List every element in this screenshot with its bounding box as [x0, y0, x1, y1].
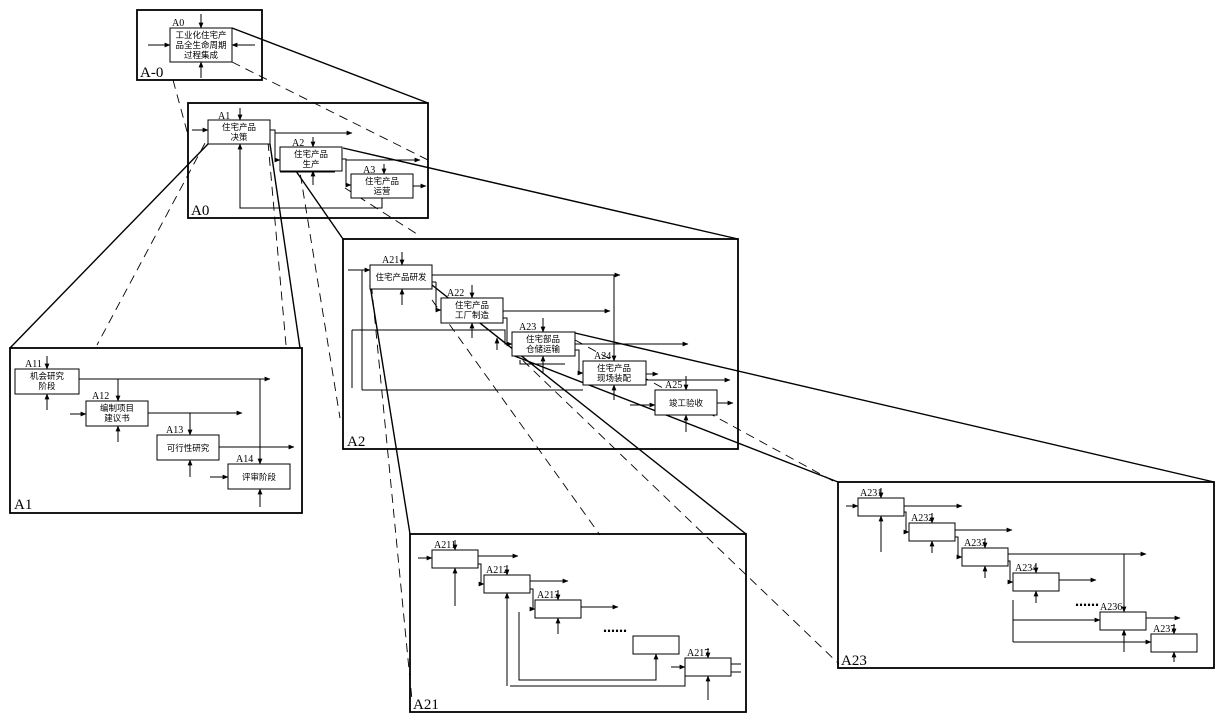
node-box-A233	[961, 547, 1009, 567]
node-label-line: 运营	[373, 186, 390, 197]
frame-label: A1	[14, 497, 32, 513]
node-box-A234	[1012, 572, 1060, 592]
node-label-line: 可行性研究	[167, 443, 210, 454]
node-code: A11	[25, 359, 42, 370]
node-box-A21	[369, 264, 433, 290]
node-label-line: 工业化住宅产	[175, 30, 226, 41]
node-box-A231	[857, 497, 905, 517]
node-box-A232	[908, 522, 956, 542]
node-code: A234	[1015, 563, 1037, 574]
frame-a-minus-0: A-0 A0 工业化住宅产 品全生命周期 过程集成	[136, 9, 263, 81]
frame-a23: A23 A231 A232 A233 A234 A236 A237 ……	[837, 481, 1215, 669]
node-code: A2	[292, 138, 304, 149]
node-code: A13	[166, 425, 183, 436]
node-label-line: 住宅部品	[526, 334, 560, 345]
node-code: A3	[363, 165, 375, 176]
node-label-line: 过程集成	[184, 50, 219, 61]
ellipsis-marker: ……	[1075, 595, 1099, 609]
node-label-line: 住宅产品	[597, 363, 631, 374]
node-box-A2	[279, 146, 343, 172]
frame-label: A2	[347, 434, 365, 450]
node-code: A212	[486, 565, 508, 576]
node-label-line: 机会研究	[30, 371, 65, 382]
node-label-line: 住宅产品	[294, 149, 328, 160]
node-code: A211	[434, 540, 456, 551]
node-label-line: 阶段	[38, 381, 56, 392]
frame-label: A0	[191, 203, 209, 219]
node-code: A236	[1100, 602, 1122, 613]
frame-label: A23	[841, 653, 867, 669]
frame-label: A21	[413, 697, 439, 713]
node-label-line: 工厂制造	[455, 310, 490, 321]
node-code: A237	[1153, 624, 1175, 635]
node-code: A24	[594, 351, 611, 362]
node-code: A14	[236, 454, 253, 465]
node-label-line: 住宅产品	[365, 176, 399, 187]
node-label-line: 生产	[302, 159, 319, 170]
node-box-A12	[85, 400, 149, 427]
node-code: A25	[665, 380, 682, 391]
node-label-line: 住宅产品研发	[375, 272, 427, 283]
node-label-line: 编制项目	[100, 403, 134, 414]
frame-a0: A0 A1 住宅产品 决策 A2 住宅产品 生产 A3 住宅产品 运营	[187, 102, 429, 219]
frame-a2: A2 A21 住宅产品研发 A22 住宅产品 工厂制造 A23 住宅部品 仓储运…	[342, 238, 739, 450]
node-label-line: 决策	[230, 132, 248, 143]
node-box-A237	[1150, 633, 1198, 653]
node-box-A11	[14, 368, 80, 395]
node-code: A0	[172, 18, 184, 29]
projection-lines-solid	[9, 27, 1215, 535]
node-code: A232	[911, 513, 933, 524]
node-box-A25	[654, 389, 718, 416]
node-code: A213	[537, 590, 559, 601]
node-box-A212	[483, 574, 531, 594]
node-label-line: 住宅产品	[455, 300, 489, 311]
node-box-A1	[207, 119, 271, 145]
node-code: A23	[519, 322, 536, 333]
frame-a1: A1 A11 机会研究 阶段 A12 编制项目 建议书 A13 可行性研究 A1…	[9, 347, 303, 514]
node-label-line: 竣工验收	[669, 398, 704, 409]
node-label-line: 住宅产品	[222, 122, 256, 133]
node-box-A217	[684, 657, 732, 677]
node-code: A1	[218, 111, 230, 122]
node-box-A21x	[632, 635, 680, 655]
node-code: A12	[92, 391, 109, 402]
node-box-A213	[534, 599, 582, 619]
ellipsis-marker: ……	[603, 621, 627, 635]
node-code: A22	[447, 288, 464, 299]
node-box-A236	[1099, 611, 1147, 631]
node-label-line: 评审阶段	[242, 472, 277, 483]
node-code: A231	[860, 488, 882, 499]
node-box-A22	[440, 297, 504, 324]
node-label-line: 建议书	[104, 413, 130, 424]
node-code: A217	[687, 648, 709, 659]
node-box-A211	[431, 549, 479, 569]
node-code: A233	[964, 538, 986, 549]
node-label-line: 品全生命周期	[175, 40, 226, 51]
node-label-line: 现场装配	[597, 373, 632, 384]
node-code: A21	[382, 255, 399, 266]
node-label-line: 仓储运输	[526, 344, 561, 355]
frame-a21: A21 A211 A212 A213 A217 ……	[409, 533, 747, 713]
projection-lines-dashed	[96, 61, 840, 701]
frame-label: A-0	[140, 65, 163, 81]
